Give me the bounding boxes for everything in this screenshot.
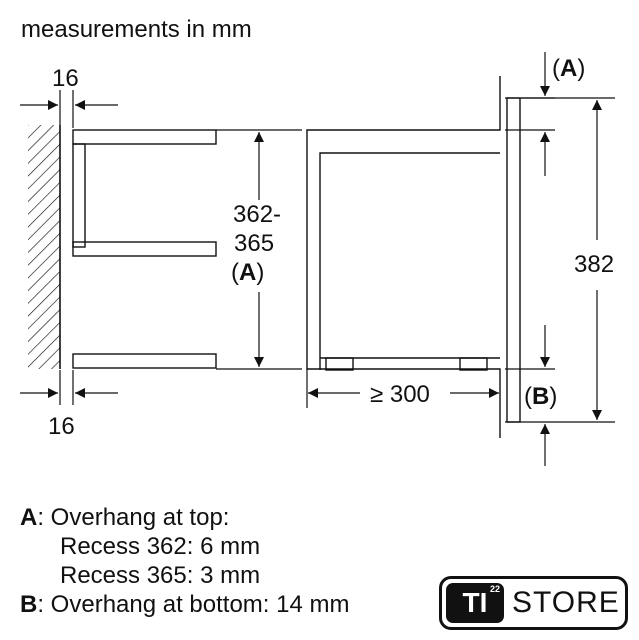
legend: A: Overhang at top: Recess 362: 6 mm Rec… bbox=[20, 503, 349, 619]
recess-height-label-line1: 362- bbox=[233, 201, 281, 228]
wall-gap-bottom-dimension bbox=[20, 370, 118, 405]
legend-a: A: Overhang at top: bbox=[20, 504, 230, 531]
recess-height-label-line3: (A) bbox=[231, 259, 264, 286]
overall-height-label: 382 bbox=[574, 251, 614, 278]
depth-dimension bbox=[306, 369, 499, 408]
recess-height-label-line2: 365 bbox=[234, 230, 274, 257]
wall-section bbox=[28, 125, 61, 369]
top-overhang-label: (A) bbox=[552, 55, 585, 82]
wall-gap-top-label: 16 bbox=[52, 65, 79, 92]
wall-gap-bottom-label: 16 bbox=[48, 413, 75, 440]
logo-badge: TI 22 bbox=[446, 583, 504, 623]
top-overhang-dimension bbox=[505, 52, 555, 176]
recess-height-dimension bbox=[216, 129, 302, 370]
overall-height-dimension bbox=[521, 97, 615, 420]
logo-wordmark: STORE bbox=[512, 586, 620, 619]
bottom-overhang-label: (B) bbox=[524, 383, 557, 410]
cabinet-recess bbox=[72, 129, 217, 369]
legend-b: B: Overhang at bottom: 14 mm bbox=[20, 591, 350, 618]
legend-a-recess-365: Recess 365: 3 mm bbox=[60, 562, 261, 589]
depth-label: ≥ 300 bbox=[370, 381, 430, 408]
bottom-overhang-dimension bbox=[505, 325, 615, 466]
wall-gap-top-dimension bbox=[20, 90, 118, 128]
diagram-title: measurements in mm bbox=[21, 16, 252, 43]
store-logo: TI 22 STORE bbox=[439, 576, 628, 630]
legend-a-recess-362: Recess 362: 6 mm bbox=[60, 533, 261, 560]
